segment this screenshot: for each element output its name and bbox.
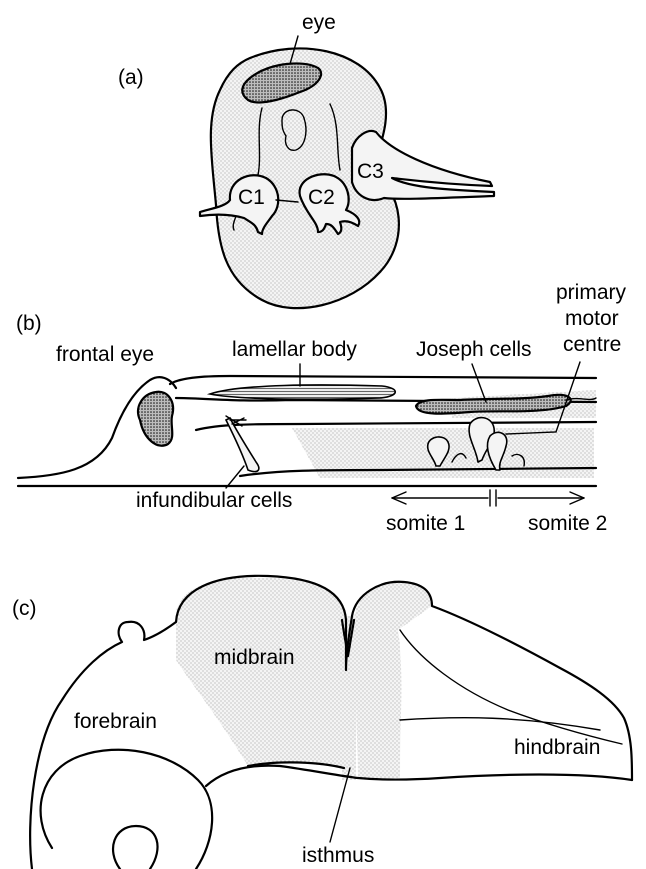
panel-b-somite-2-label: somite 2	[528, 512, 607, 535]
panel-c-isthmus-label: isthmus	[302, 844, 374, 867]
panel-b-somite-1-label: somite 1	[386, 512, 465, 535]
panel-b-lamellar-body-label: lamellar body	[232, 338, 357, 361]
panel-c-optic-stalk	[113, 826, 157, 869]
panel-a: (a) eye C1 C2 C3	[118, 11, 494, 308]
panel-b-infundibular-leader	[226, 466, 244, 488]
panel-b-lamellar-body	[210, 385, 395, 399]
panel-b-primary-motor-line2: motor	[565, 307, 619, 330]
panel-c-tag: (c)	[12, 597, 37, 620]
panel-a-c2-label: C2	[308, 186, 335, 209]
panel-c-isthmus-leader	[330, 768, 350, 842]
panel-a-tag: (a)	[118, 66, 144, 89]
panel-b-joseph-cells-label: Joseph cells	[416, 338, 532, 361]
panel-c-hindbrain-lower	[400, 718, 600, 730]
panel-c-hindbrain-inner	[400, 630, 622, 744]
panel-c: (c) midbrain forebrain hindbrain isthmus	[12, 576, 632, 869]
panel-b-frontal-eye-label: frontal eye	[56, 343, 154, 366]
panel-b-primary-motor-line1: primary	[556, 281, 627, 304]
panel-a-c3-label: C3	[357, 160, 384, 183]
panel-c-midbrain-label: midbrain	[214, 646, 295, 669]
panel-b-tube-top	[170, 376, 596, 384]
panel-a-c1-label: C1	[238, 186, 265, 209]
panel-b-primary-motor-line3: centre	[563, 333, 621, 356]
panel-c-hindbrain-label: hindbrain	[514, 736, 600, 759]
panel-b-tag: (b)	[16, 312, 42, 335]
panel-c-hindbrain-shade	[354, 582, 432, 778]
panel-a-eye-label: eye	[302, 11, 336, 34]
panel-c-ventral-outline	[206, 766, 632, 786]
panel-c-optic-cup	[41, 750, 213, 869]
panel-b-joseph-leader	[472, 364, 486, 402]
panel-b-frontal-eye	[138, 392, 173, 446]
panel-b-infundibular-cells-label: infundibular cells	[136, 489, 292, 512]
panel-b: (b) frontal eye lamellar body Joseph cel…	[16, 281, 627, 535]
panel-c-midbrain-shade	[176, 578, 344, 768]
panel-b-somite-arrows	[392, 490, 584, 506]
panel-c-forebrain-label: forebrain	[74, 710, 157, 733]
